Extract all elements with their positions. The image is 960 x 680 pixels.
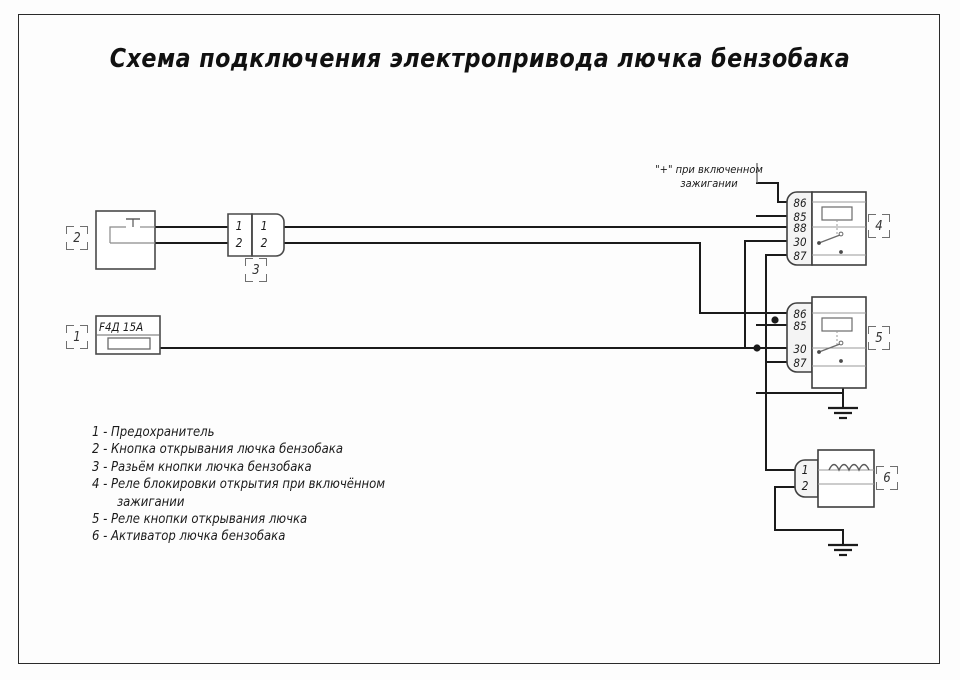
ref-designator-6-label: 6 <box>883 470 891 486</box>
relay4-body <box>811 191 867 266</box>
relay4-contact-blade <box>818 234 841 244</box>
component-relay-blocking-symbol <box>786 191 867 266</box>
ignition-annotation-line1: "+" при включенном <box>655 163 763 176</box>
component-fuse-symbol <box>95 315 161 355</box>
ground-icon-relay5 <box>828 406 858 420</box>
page-title: Схема подключения электропривода лючка б… <box>109 44 851 74</box>
junction-relay5-85 <box>771 316 779 324</box>
legend-item-5: 5 - Реле кнопки открывания лючка <box>92 511 308 528</box>
ref-designator-1-label: 1 <box>73 329 81 345</box>
legend-item-6: 6 - Активатор лючка бензобака <box>92 528 286 545</box>
connector-right-shell <box>251 213 285 257</box>
relay4-terminal-85: 85 <box>793 210 807 224</box>
fuse-rating-label: F4Д 15A <box>99 320 144 334</box>
relay4-contact-pivot <box>817 241 821 245</box>
component-actuator-symbol <box>794 449 875 508</box>
relay4-coil <box>821 206 853 221</box>
ref-designator-3-label: 3 <box>252 262 260 278</box>
connector-right-pin-2: 2 <box>260 236 268 250</box>
ignition-annotation: "+" при включенном зажигании <box>624 163 794 191</box>
legend-item-2: 2 - Кнопка открывания лючка бензобака <box>92 441 343 458</box>
legend: 1 - Предохранитель 2 - Кнопка открывания… <box>92 424 495 546</box>
ref-designator-2-label: 2 <box>73 230 81 246</box>
legend-item-1: 1 - Предохранитель <box>92 424 215 440</box>
connector-left-pin-1: 1 <box>235 219 243 233</box>
ignition-annotation-line2: зажигании <box>680 177 738 190</box>
legend-item-3: 3 - Разьём кнопки лючка бензобака <box>92 458 312 475</box>
relay4-terminal-86: 86 <box>793 196 807 210</box>
ref-designator-6: 6 <box>876 466 898 490</box>
wire-network <box>154 182 844 546</box>
legend-item-4: 4 - Реле блокировки открытия при включён… <box>92 476 386 493</box>
component-relay-button-symbol <box>786 296 867 389</box>
relay5-terminal-87: 87 <box>793 356 807 370</box>
ref-designator-5: 5 <box>868 326 890 350</box>
wire-connector-pin2-to-relay5-86 <box>283 242 784 314</box>
actuator-winding-icon <box>828 463 870 472</box>
drawing-frame-border <box>18 14 940 664</box>
wire-junctions <box>753 316 779 352</box>
actuator-pin-1: 1 <box>801 463 809 477</box>
wire-actuator-pin2-to-ground <box>774 486 844 531</box>
wire-relay5-87-to-actuator-pin1 <box>765 361 796 471</box>
relay5-contact-nc <box>839 359 843 363</box>
button-body <box>95 210 156 270</box>
relay5-body <box>811 296 867 389</box>
ground-symbols <box>828 406 858 557</box>
ref-designator-3: 3 <box>245 258 267 282</box>
relay5-contact-no <box>838 340 844 346</box>
fuse-element <box>107 337 151 350</box>
relay5-terminal-86: 86 <box>793 307 807 321</box>
relay4-terminal-87: 87 <box>793 249 807 263</box>
ref-designator-1: 1 <box>66 325 88 349</box>
wire-ignition-to-relay4-86 <box>756 182 790 203</box>
relay5-terminal-85: 85 <box>793 319 807 333</box>
ref-designator-2: 2 <box>66 226 88 250</box>
relay5-contact-blade <box>818 343 841 353</box>
button-contact-path <box>109 226 126 243</box>
relay5-terminal-strip <box>786 302 813 373</box>
relay4-contact-no <box>838 231 844 237</box>
connector-left-pin-2: 2 <box>235 236 243 250</box>
relay5-coil <box>821 317 853 332</box>
relay4-contact-nc <box>839 250 843 254</box>
ground-icon-actuator <box>828 543 858 557</box>
ref-designator-4: 4 <box>868 214 890 238</box>
component-button-symbol <box>95 210 156 270</box>
ref-designator-5-label: 5 <box>875 330 883 346</box>
relay4-terminal-30: 30 <box>793 235 807 249</box>
relay5-terminal-30: 30 <box>793 342 807 356</box>
actuator-terminal-strip <box>794 459 819 498</box>
connector-right-pin-1: 1 <box>260 219 268 233</box>
actuator-body <box>817 449 875 508</box>
component-connector-symbol <box>227 213 285 257</box>
legend-item-4-continuation: зажигании <box>116 493 185 510</box>
relay4-terminal-88: 88 <box>793 221 807 235</box>
relay4-terminal-strip <box>786 191 813 266</box>
ref-designator-4-label: 4 <box>875 218 883 234</box>
relay5-contact-pivot <box>817 350 821 354</box>
actuator-pin-2: 2 <box>801 479 809 493</box>
junction-fuse-bus <box>753 344 761 352</box>
